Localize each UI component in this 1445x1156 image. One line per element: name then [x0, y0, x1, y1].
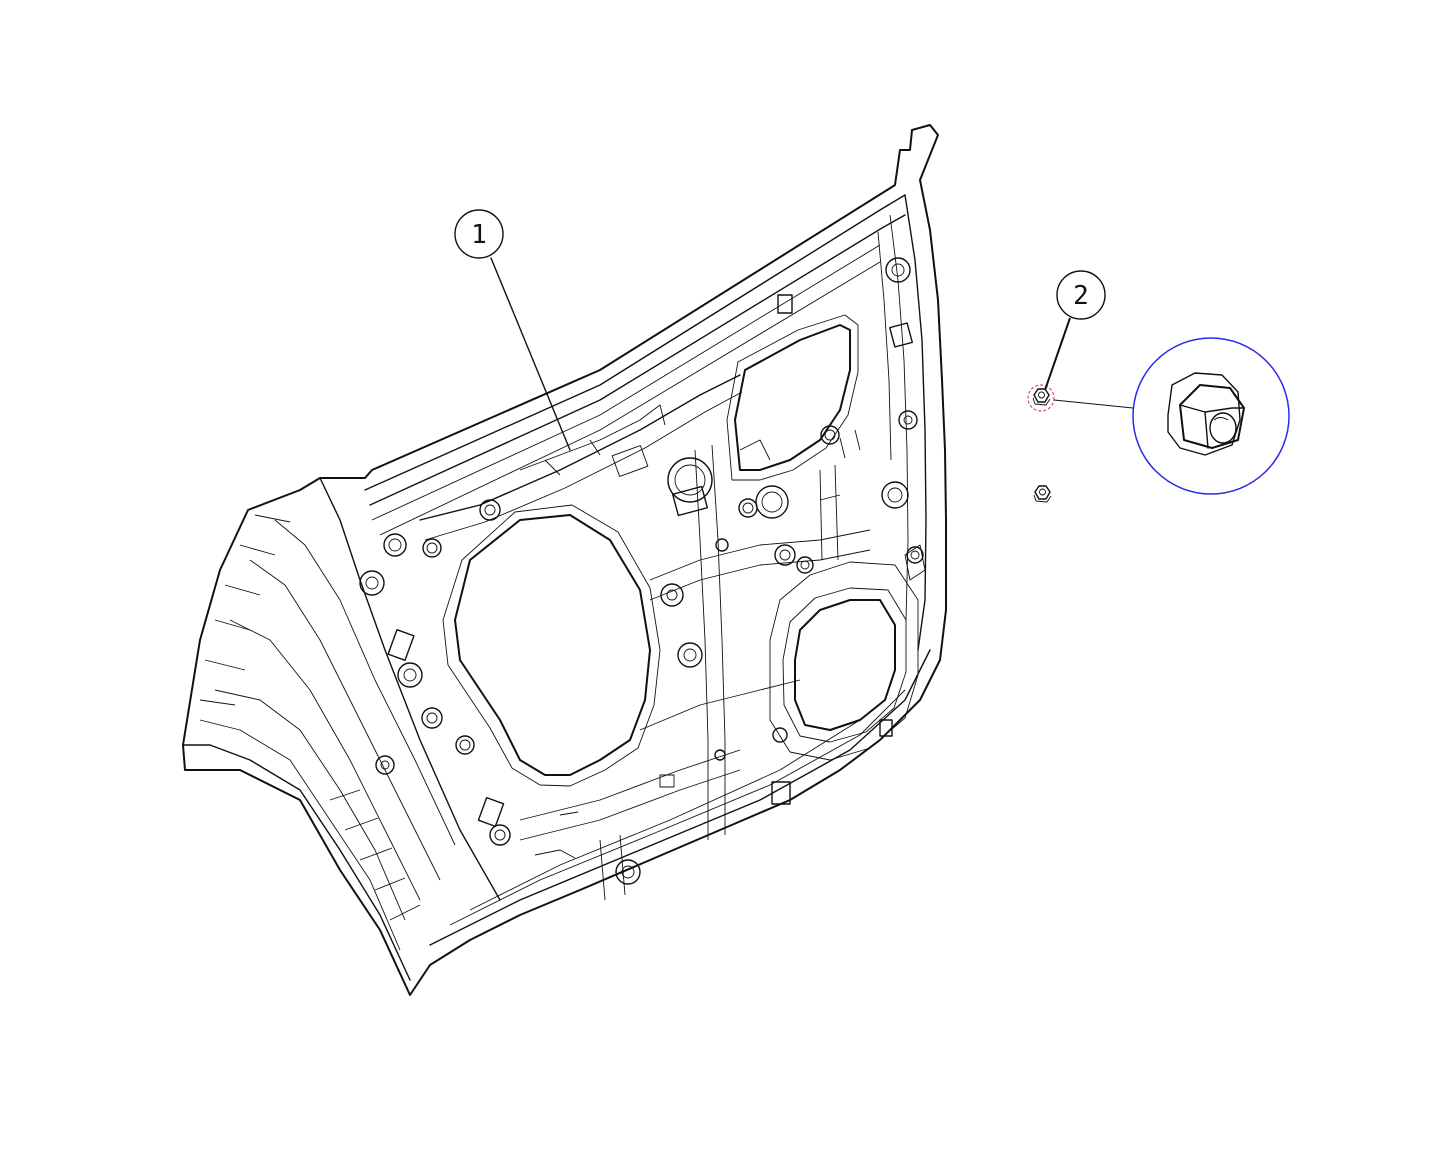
callout-1[interactable]: 1 — [454, 209, 571, 451]
callout-1-bubble — [454, 209, 504, 259]
detail-leader — [1053, 399, 1134, 409]
nut-part-2 — [1027, 384, 1055, 503]
door-inner-panel — [182, 124, 947, 996]
callout-2-leader — [1044, 317, 1071, 391]
detail-circle — [1132, 337, 1290, 495]
callout-2-label: 2 — [1073, 281, 1089, 311]
nut-detail-view — [1132, 337, 1290, 495]
callout-1-label: 1 — [471, 220, 487, 250]
callout-1-leader — [490, 257, 571, 451]
nut-highlight-ring — [1027, 384, 1055, 412]
panel-holes — [359, 257, 924, 885]
panel-slots — [387, 294, 926, 859]
callout-2[interactable]: 2 — [1044, 270, 1106, 391]
callout-2-bubble — [1056, 270, 1106, 320]
